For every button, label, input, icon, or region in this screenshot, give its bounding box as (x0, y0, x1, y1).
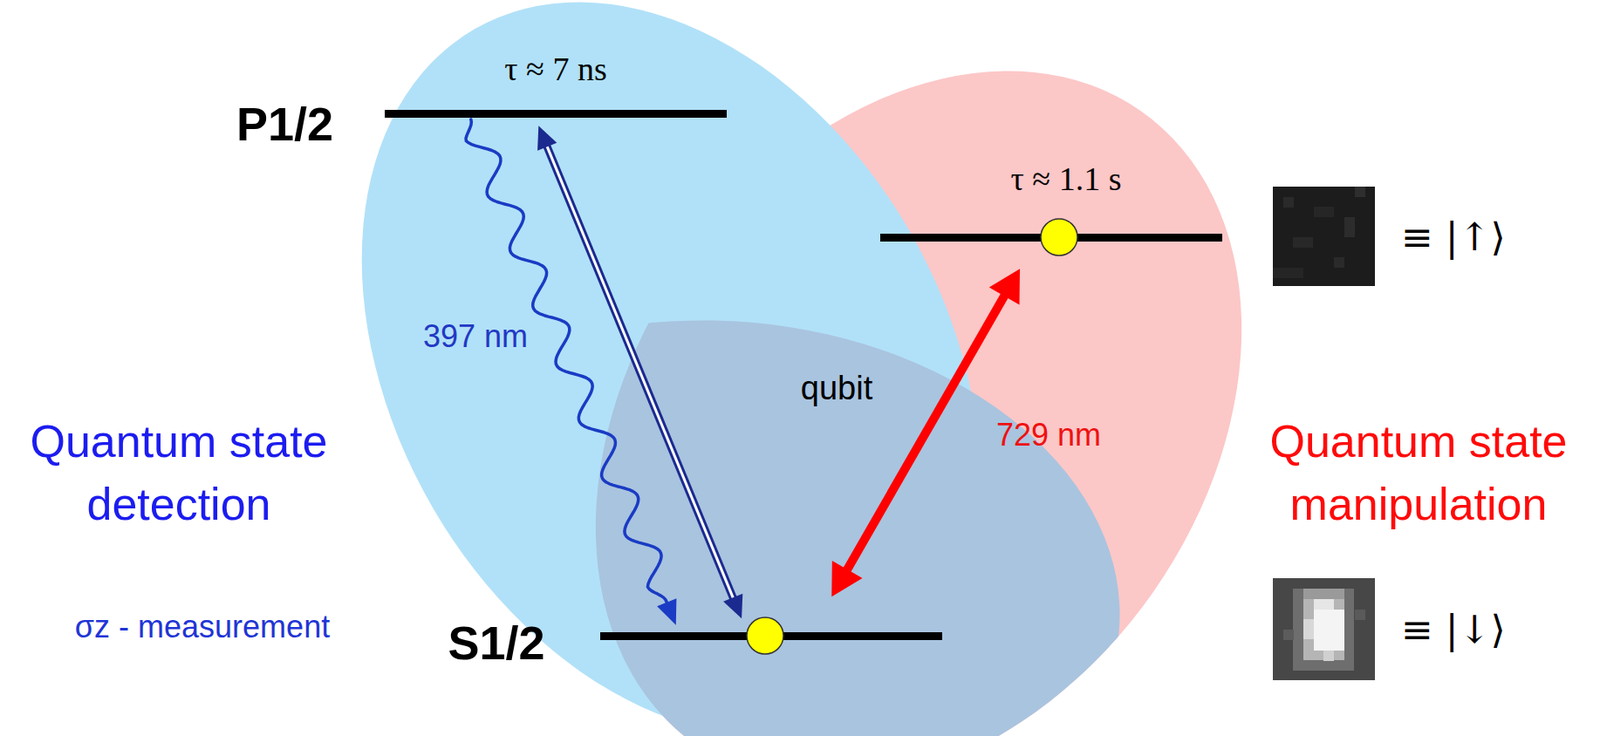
double-line (546, 144, 734, 600)
lifetime-label: τ ≈ 7 ns (504, 50, 607, 89)
population-dot (746, 617, 784, 655)
excitation-arrow (537, 125, 743, 619)
state-label: ≡ |↓⟩ (1401, 608, 1506, 653)
arrow-head (989, 268, 1020, 305)
lifetime-label: τ ≈ 1.1 s (1011, 160, 1122, 199)
population-dot (1040, 218, 1078, 256)
wavelength-label: 729 nm (996, 417, 1101, 453)
level-name: P1/2 (236, 96, 334, 151)
energy-level: τ ≈ 7 nsP1/2 (384, 109, 727, 118)
energy-level: τ ≈ 1.1 s (880, 233, 1223, 242)
energy-level: S1/2 (600, 632, 943, 641)
arrow-head (537, 125, 557, 151)
arrow-head (723, 594, 743, 620)
laser-line (845, 293, 1006, 574)
laser-arrow (831, 268, 1020, 597)
section-heading: Quantum state detection (4, 410, 354, 536)
measurement-note: σz - measurement (75, 608, 330, 645)
arrow-head (831, 560, 862, 597)
level-name: S1/2 (447, 615, 545, 671)
state-label: ≡ |↑⟩ (1401, 215, 1506, 260)
qubit-label: qubit (800, 369, 873, 409)
double-line-core (546, 144, 734, 600)
dark-ion-image (1272, 186, 1375, 287)
bright-ion-image (1272, 578, 1375, 681)
arrow-head (656, 598, 677, 625)
section-heading: Quantum state manipulation (1244, 410, 1594, 536)
wavelength-label: 397 nm (423, 318, 528, 355)
